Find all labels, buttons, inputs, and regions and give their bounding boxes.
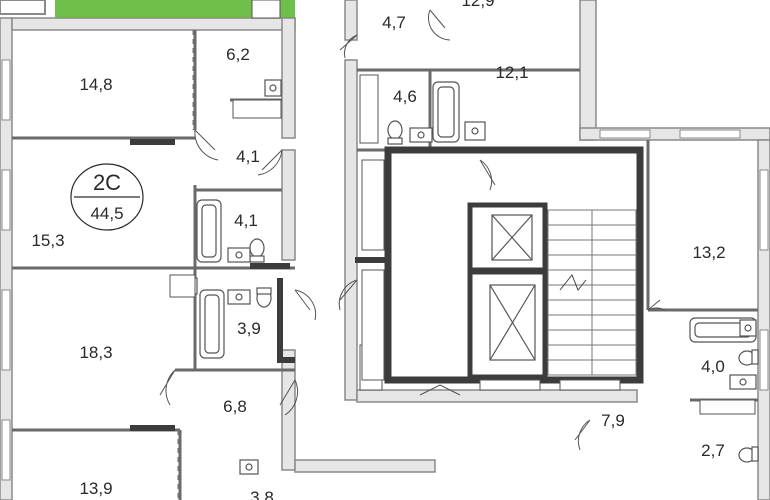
balcony-highlight bbox=[55, 0, 295, 18]
room-area-label: 4,6 bbox=[393, 87, 417, 106]
bathtub-icon bbox=[432, 81, 460, 143]
room-area-label: 12,9 bbox=[461, 0, 494, 10]
utility-shafts bbox=[251, 0, 621, 391]
room-area-label: 4,1 bbox=[234, 211, 258, 230]
room-area-label: 15,3 bbox=[31, 231, 64, 250]
bathtub-icon bbox=[196, 199, 222, 263]
room-area-label: 2,7 bbox=[701, 441, 725, 460]
dark-walls bbox=[130, 139, 385, 431]
apartment-code: 2C bbox=[93, 170, 121, 195]
room-area-label: 4,7 bbox=[382, 13, 406, 32]
elevator-cross-2 bbox=[489, 284, 536, 361]
room-area-label: 3,9 bbox=[237, 319, 261, 338]
room-area-label: 6,2 bbox=[226, 45, 250, 64]
room-area-label: 18,3 bbox=[79, 343, 112, 362]
room-area-label: 13,2 bbox=[692, 243, 725, 262]
balcony-top-left bbox=[0, 0, 46, 15]
apartment-total-area: 44,5 bbox=[90, 204, 123, 223]
room-area-label: 14,8 bbox=[79, 75, 112, 94]
elevator-cross-1 bbox=[491, 214, 533, 261]
door-swings bbox=[159, 9, 666, 451]
room-area-label: 4,1 bbox=[236, 147, 260, 166]
room-area-label: 12,1 bbox=[495, 63, 528, 82]
bathtub-icon bbox=[199, 289, 225, 359]
room-area-label: 13,9 bbox=[79, 479, 112, 498]
room-area-label: 6,8 bbox=[223, 397, 247, 416]
stair-treads bbox=[547, 209, 637, 376]
apartment-badge: 2C 44,5 bbox=[70, 163, 144, 231]
room-area-label: 4,0 bbox=[701, 357, 725, 376]
windows bbox=[1, 59, 769, 481]
room-area-label: 7,9 bbox=[601, 411, 625, 430]
room-area-label: 3,8 bbox=[250, 488, 274, 500]
toilet-icon bbox=[249, 120, 759, 463]
